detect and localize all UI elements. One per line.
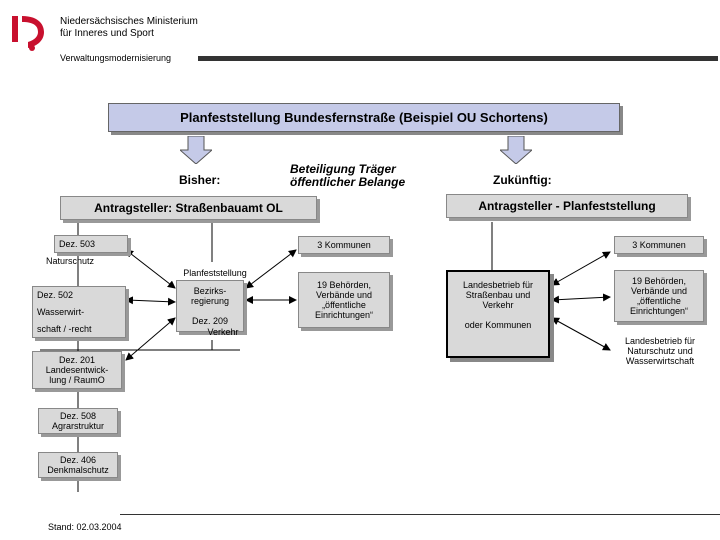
natur-line3: Wasserwirtschaft	[625, 356, 695, 366]
bezirks-line2: regierung	[190, 296, 230, 306]
unit-name: Verwaltungsmodernisierung	[60, 53, 172, 63]
footer-divider	[120, 514, 720, 515]
dez209-label: Dez. 209	[191, 316, 229, 326]
landes-line1: Landesbetrieb für	[462, 280, 534, 290]
behoerden-old-line1: 19 Behörden,	[316, 280, 372, 290]
behoerden-new-line4: Einrichtungen“	[629, 306, 689, 316]
dez406-box: Dez. 406 Denkmalschutz	[38, 452, 118, 478]
ministry-line1: Niedersächsisches Ministerium	[60, 16, 198, 27]
behoerden-old-line4: Einrichtungen“	[314, 310, 374, 320]
bezirks-line1: Bezirks-	[193, 286, 227, 296]
label-zukuenftig: Zukünftig:	[493, 173, 552, 187]
beteiligung-line1: Beteiligung Träger	[290, 162, 396, 176]
planfeststellung-label: Planfeststellung	[183, 268, 247, 278]
dez201-box: Dez. 201 Landesentwick- lung / RaumO	[32, 351, 122, 389]
naturschutz-landesbetrieb-label: Landesbetrieb für Naturschutz und Wasser…	[612, 336, 708, 366]
dez201-line1: Dez. 201	[58, 355, 96, 365]
behoerden-new-line3: „öffentliche	[637, 296, 681, 306]
verkehr-label: Verkehr	[207, 327, 239, 337]
behoerden-old-box: 19 Behörden, Verbände und „öffentliche E…	[298, 272, 390, 328]
dez201-line3: lung / RaumO	[49, 375, 105, 385]
wasser-line1: Wasserwirt-	[37, 306, 85, 317]
dez502-box: Dez. 502 Wasserwirt- schaft / -recht	[32, 286, 126, 338]
dez201-line2: Landesentwick-	[45, 365, 109, 375]
label-beteiligung: Beteiligung Träger öffentlicher Belange	[290, 163, 405, 189]
ministry-logo-icon	[12, 16, 44, 51]
dez503-box: Dez. 503	[54, 235, 128, 253]
natur-line1: Landesbetrieb für	[624, 336, 696, 346]
header-divider	[198, 56, 718, 61]
oder-kommunen-label: oder Kommunen	[464, 320, 532, 330]
wasser-line2: schaft / -recht	[37, 323, 92, 334]
stand-date: Stand: 02.03.2004	[48, 522, 122, 532]
behoerden-new-box: 19 Behörden, Verbände und „öffentliche E…	[614, 270, 704, 322]
ministry-name: Niedersächsisches Ministerium für Innere…	[60, 16, 198, 40]
behoerden-new-line2: Verbände und	[630, 286, 688, 296]
dez406-line1: Dez. 406	[59, 455, 97, 465]
kommunen-new-box: 3 Kommunen	[614, 236, 704, 254]
down-arrow-right-icon	[500, 136, 532, 164]
applicant-old-box: Antragsteller: Straßenbauamt OL	[60, 196, 317, 220]
applicant-new-box: Antragsteller - Planfeststellung	[446, 194, 688, 218]
bezirksregierung-box: Bezirks- regierung Dez. 209	[176, 280, 244, 332]
behoerden-old-line2: Verbände und	[315, 290, 373, 300]
dez502-label: Dez. 502	[37, 290, 74, 301]
ministry-line2: für Inneres und Sport	[60, 28, 154, 39]
landes-line2: Straßenbau und	[465, 290, 531, 300]
dez508-line2: Agrarstruktur	[51, 421, 104, 431]
label-bisher: Bisher:	[179, 173, 221, 187]
landesbetrieb-box: Landesbetrieb für Straßenbau und Verkehr…	[446, 270, 550, 358]
behoerden-old-line3: „öffentliche	[322, 300, 366, 310]
naturschutz-label: Naturschutz	[46, 256, 95, 266]
behoerden-new-line1: 19 Behörden,	[631, 276, 687, 286]
natur-line2: Naturschutz und	[627, 346, 693, 356]
down-arrow-left-icon	[180, 136, 212, 164]
beteiligung-line2: öffentlicher Belange	[290, 175, 406, 189]
bezirks-group: Bezirks- regierung	[177, 286, 243, 306]
dez406-line2: Denkmalschutz	[47, 465, 109, 475]
dez508-line1: Dez. 508	[59, 411, 97, 421]
kommunen-old-box: 3 Kommunen	[298, 236, 390, 254]
diagram-title: Planfeststellung Bundesfernstraße (Beisp…	[108, 103, 620, 132]
landes-line3: Verkehr	[482, 300, 514, 310]
dez508-box: Dez. 508 Agrarstruktur	[38, 408, 118, 434]
